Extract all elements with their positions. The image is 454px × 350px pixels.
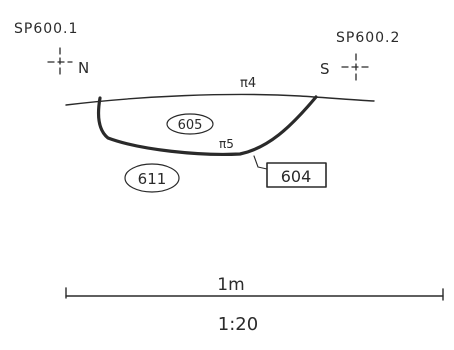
cut-604-label: 604 bbox=[281, 167, 312, 186]
cut-leader-line bbox=[253, 155, 268, 170]
survey-point-right-direction: S bbox=[320, 60, 330, 78]
survey-point-left-direction: N bbox=[78, 59, 89, 77]
context-611-label: 611 bbox=[138, 170, 167, 188]
surface-level-label: π4 bbox=[240, 76, 256, 91]
base-level-label: π5 bbox=[219, 137, 234, 151]
cut-profile-line bbox=[96, 95, 318, 156]
cut-604-box bbox=[266, 162, 327, 188]
crosshair-right-icon bbox=[341, 53, 371, 83]
survey-point-right-label: SP600.2 bbox=[336, 30, 400, 46]
scale-bar-length-label: 1m bbox=[217, 275, 244, 295]
scale-ratio-label: 1:20 bbox=[218, 314, 258, 335]
context-605-oval bbox=[166, 113, 214, 135]
scale-bar bbox=[65, 287, 444, 301]
survey-point-left-label: SP600.1 bbox=[14, 21, 78, 37]
crosshair-left-icon bbox=[47, 47, 73, 77]
context-605-label: 605 bbox=[178, 118, 203, 133]
ground-surface-line bbox=[65, 93, 375, 106]
context-611-oval bbox=[124, 163, 180, 193]
